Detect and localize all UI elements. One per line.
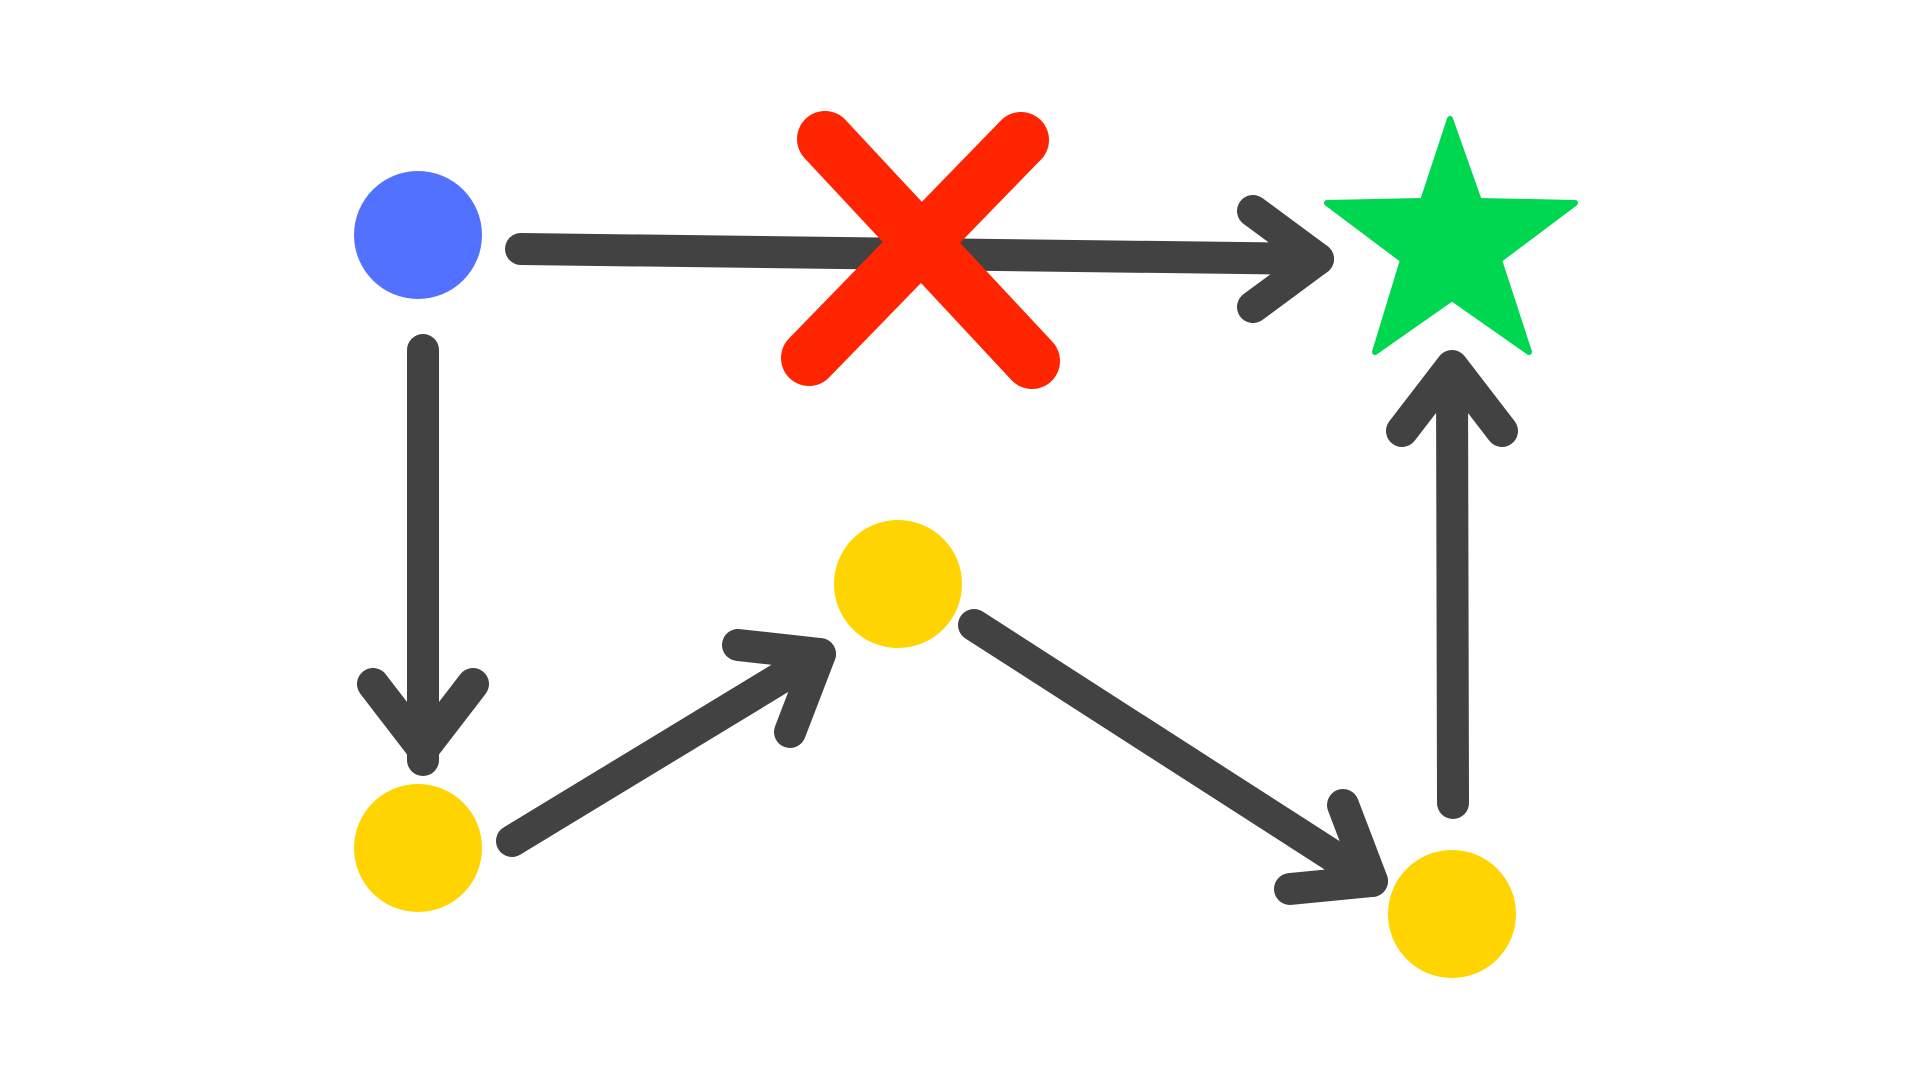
goal-star-icon: [1324, 116, 1578, 355]
arrow-waypoint-2-to-waypoint-3: [958, 609, 1388, 905]
start-node: [354, 171, 482, 299]
arrows-layer: [357, 195, 1518, 905]
arrow-shaft: [1436, 359, 1469, 819]
waypoint-node: [354, 784, 482, 912]
nodes-layer: [354, 116, 1578, 978]
arrow-head: [1274, 789, 1388, 905]
waypoint-node: [1388, 850, 1516, 978]
arrow-waypoint-3-to-goal: [1386, 350, 1518, 819]
arrow-head: [722, 629, 836, 748]
blocked-x-stroke: [781, 112, 1049, 386]
arrow-head: [1386, 350, 1518, 447]
waypoint-node: [834, 520, 962, 648]
blocked-x-icon: [781, 111, 1060, 389]
arrow-waypoint-1-to-waypoint-2: [496, 629, 836, 857]
arrow-start-to-waypoint-1: [357, 334, 489, 776]
arrow-shaft: [958, 609, 1388, 897]
arrow-shaft: [496, 638, 836, 857]
arrow-head: [1237, 195, 1334, 323]
arrow-head: [357, 668, 489, 765]
